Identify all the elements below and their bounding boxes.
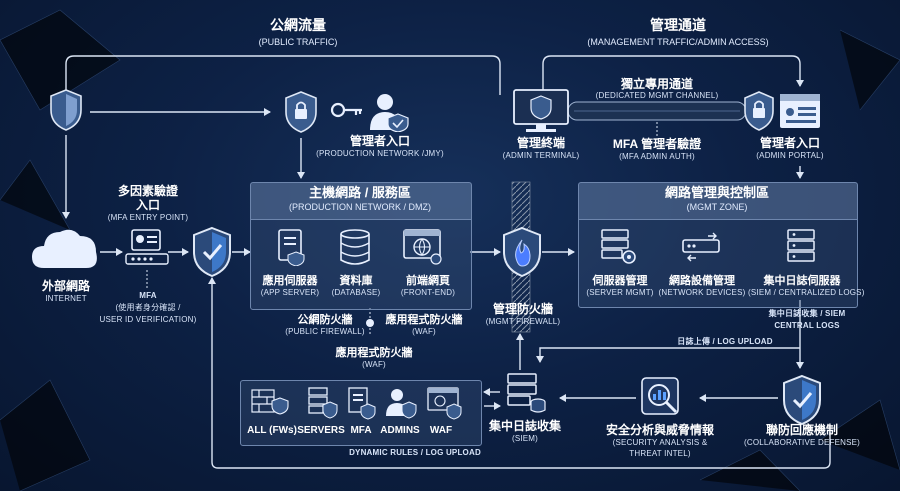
mfa-entry-label-line2: 入口: [135, 198, 160, 212]
key-icon: [330, 102, 362, 118]
collab-defense-shield-icon: [783, 374, 821, 426]
firewall-shield-icon: [503, 226, 541, 278]
firewall-wall-icon: [251, 389, 289, 415]
mfa-note-line2: (使用者身分確認 /: [115, 303, 181, 312]
network-devices-sublabel: (NETWORK DEVICES): [658, 288, 746, 297]
mfa-admin-auth-sublabel: (MFA ADMIN AUTH): [619, 152, 695, 161]
management-traffic-subtitle: (MANAGEMENT TRAFFIC/ADMIN ACCESS): [587, 37, 769, 47]
bottom-item-waf: WAF: [429, 425, 453, 436]
internet-sublabel: INTERNET: [45, 294, 87, 303]
public-traffic-subtitle: (PUBLIC TRAFFIC): [258, 37, 338, 47]
mgmt-zone-title: 網路管理與控制區: [664, 185, 769, 200]
front-end-sublabel: (FRONT-END): [400, 288, 456, 297]
security-analysis-icon: [641, 377, 679, 415]
log-server-icon: [787, 229, 815, 262]
server-mgmt-label: 伺服器管理: [592, 275, 648, 287]
waf-sublabel: (WAF): [362, 360, 386, 369]
admin-entry-sublabel: (PRODUCTION NETWORK /JMY): [316, 149, 444, 158]
admin-portal-sublabel: (ADMIN PORTAL): [756, 151, 824, 160]
mfa-note-line3: USER ID VERIFICATION): [99, 315, 197, 324]
production-zone-subtitle: (PRODUCTION NETWORK / DMZ): [289, 202, 431, 212]
admin-user-icon: [370, 94, 409, 132]
admin-entry-label: 管理者入口: [349, 134, 410, 148]
mgmt-zone-header: [579, 183, 857, 220]
lock-shield-icon: [285, 91, 317, 133]
admin-terminal-label: 管理終端: [516, 136, 565, 150]
lock-shield-icon: [744, 91, 774, 131]
bottom-item-admins: ADMINS: [380, 425, 420, 436]
public-firewall-sublabel: (PUBLIC FIREWALL): [285, 327, 365, 336]
mgmt-firewall-sublabel: (MGMT FIREWALL): [485, 317, 561, 326]
front-end-label: 前端網頁: [406, 275, 450, 287]
siem-server-icon: [507, 373, 546, 413]
waf-label: 應用程式防火牆: [335, 347, 413, 359]
bottom-item-servers: SERVERS: [297, 425, 345, 436]
database-sublabel: (DATABASE): [331, 288, 381, 297]
public-traffic-title: 公網流量: [270, 17, 326, 33]
central-log-server-label: 集中日誌伺服器: [763, 275, 841, 287]
server-gear-icon: [601, 229, 636, 264]
bottom-item-fws: ALL (FWs): [247, 425, 297, 436]
database-icon: [340, 229, 370, 265]
siem-sublabel: (SIEM): [511, 434, 539, 443]
admin-terminal-icon: [513, 89, 569, 132]
waf-inline-label: 應用程式防火牆: [385, 314, 463, 326]
mfa-note-line1: MFA: [139, 291, 157, 300]
admin-portal-window-icon: [780, 94, 820, 128]
bullet-dot-icon: [366, 319, 374, 327]
dedicated-channel-label: 獨立專用通道: [620, 77, 693, 91]
security-analysis-label: 安全分析與威脅情報: [605, 423, 714, 437]
admin-terminal-sublabel: (ADMIN TERMINAL): [502, 151, 580, 160]
waf-window-icon: [427, 387, 462, 420]
central-logs-note-line1: 集中日誌收集 / SIEM: [768, 309, 846, 318]
public-firewall-label: 公網防火牆: [297, 314, 353, 326]
mfa-id-card-icon: [125, 229, 169, 265]
servers-shield-icon: [308, 387, 338, 419]
mfa-doc-icon: [348, 387, 376, 420]
production-zone-title: 主機網路 / 服務區: [309, 185, 411, 200]
management-traffic-title: 管理通道: [650, 17, 706, 33]
siem-label: 集中日誌收集: [488, 419, 561, 433]
collab-defense-sublabel: (COLLABORATIVE DEFENSE): [743, 438, 861, 447]
collab-defense-label: 聯防回應機制: [765, 423, 838, 437]
mfa-entry-sublabel: (MFA ENTRY POINT): [107, 213, 189, 222]
server-mgmt-sublabel: (SERVER MGMT): [586, 288, 654, 297]
app-server-sublabel: (APP SERVER): [260, 288, 320, 297]
security-analysis-sublabel-1: (SECURITY ANALYSIS &: [612, 438, 708, 447]
bottom-item-mfa: MFA: [350, 425, 372, 436]
mgmt-firewall-label: 管理防火牆: [492, 302, 553, 316]
mgmt-zone: [578, 182, 858, 308]
dynamic-rules-label: DYNAMIC RULES / LOG UPLOAD: [349, 448, 481, 457]
app-server-label: 應用伺服器: [262, 275, 318, 287]
network-devices-label: 網路設備管理: [669, 275, 735, 287]
shield-check-icon: [193, 226, 231, 278]
database-label: 資料庫: [339, 275, 373, 287]
log-upload-label: 日誌上傳 / LOG UPLOAD: [677, 337, 773, 346]
internet-label: 外部網路: [41, 279, 90, 293]
production-zone-header: [251, 183, 471, 220]
front-end-globe-icon: [403, 229, 442, 265]
background-network-decoration: [0, 9, 900, 491]
shield-icon: [50, 89, 82, 131]
security-analysis-sublabel-2: THREAT INTEL): [629, 449, 691, 458]
mfa-entry-label-line1: 多因素驗證: [117, 184, 178, 198]
mgmt-zone-subtitle: (MGMT ZONE): [686, 202, 748, 212]
waf-inline-sublabel: (WAF): [412, 327, 436, 336]
admins-user-icon: [386, 389, 417, 419]
admin-portal-label: 管理者入口: [759, 136, 820, 150]
app-server-icon: [278, 229, 305, 266]
central-logs-note-line2: CENTRAL LOGS: [774, 321, 840, 330]
mfa-admin-auth-label: MFA 管理者驗證: [612, 137, 702, 151]
central-log-server-sublabel: (SIEM / CENTRALIZED LOGS): [748, 288, 865, 297]
dedicated-channel-sublabel: (DEDICATED MGMT CHANNEL): [595, 91, 719, 100]
network-device-icon: [682, 232, 720, 262]
cloud-icon: [32, 229, 97, 268]
